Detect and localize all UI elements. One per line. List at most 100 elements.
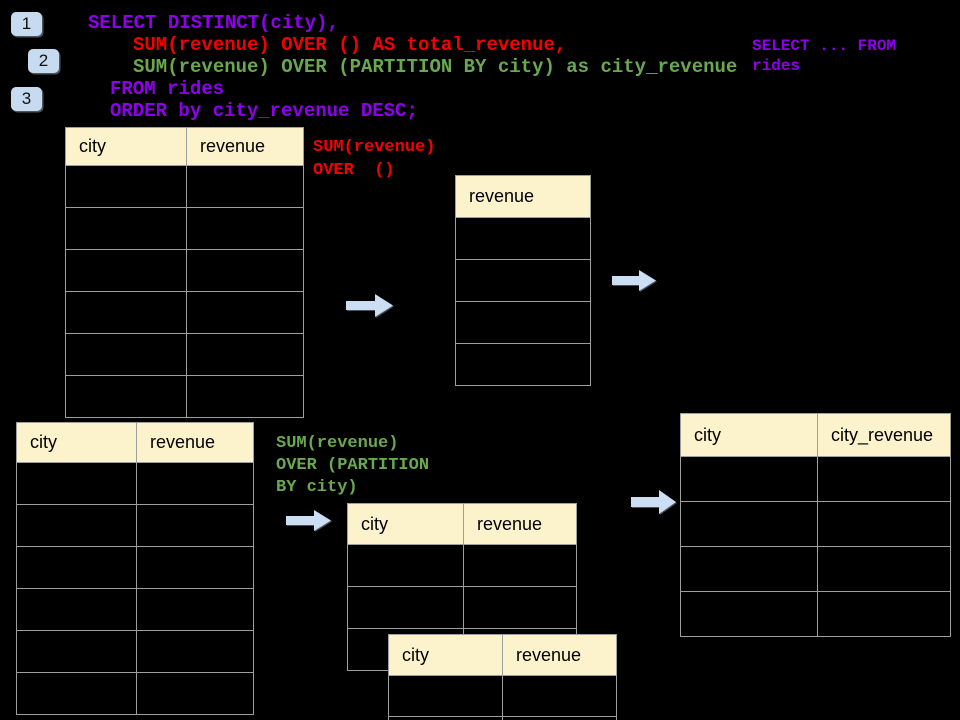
- table-row-empty: [680, 456, 951, 502]
- table-cell-empty: [817, 501, 951, 547]
- table-cell-empty: [388, 716, 503, 720]
- table-cell-empty: [186, 333, 304, 376]
- total-label-line-2: OVER (): [313, 161, 395, 180]
- table-cell-empty: [502, 716, 617, 720]
- step-badge-3-label: 3: [21, 89, 32, 108]
- table-row-empty: [680, 501, 951, 547]
- table-cell-empty: [463, 586, 577, 629]
- column-header-revenue: revenue: [136, 422, 254, 463]
- table-cell-empty: [136, 588, 254, 631]
- table-cell-empty: [65, 165, 187, 208]
- table-cell-empty: [136, 672, 254, 715]
- table-cell-empty: [455, 301, 591, 344]
- table-cell-empty: [817, 456, 951, 502]
- table-row-empty: [65, 165, 304, 208]
- table-cell-empty: [136, 630, 254, 673]
- sql-line-partition: SUM(revenue) OVER (PARTITION BY city) as…: [133, 56, 738, 78]
- table-cell-empty: [65, 207, 187, 250]
- table-row-empty: [388, 716, 617, 720]
- step-badge-1-label: 1: [21, 14, 32, 33]
- table-header-row: city city_revenue: [680, 413, 951, 457]
- table-row-empty: [65, 249, 304, 292]
- table-cell-empty: [16, 462, 137, 505]
- arrow-right-icon: [612, 270, 656, 291]
- column-header-revenue: revenue: [502, 634, 617, 676]
- table-header-row: city revenue: [65, 127, 304, 166]
- step-badge-2-label: 2: [38, 51, 49, 70]
- table-cell-empty: [680, 591, 818, 637]
- column-header-city: city: [16, 422, 137, 463]
- partition-table-overlay: city revenue: [388, 634, 617, 720]
- table-row-empty: [347, 586, 577, 629]
- column-header-city-revenue: city_revenue: [817, 413, 951, 457]
- table-row-empty: [16, 546, 254, 589]
- table-row-empty: [680, 591, 951, 637]
- table-cell-empty: [463, 544, 577, 587]
- arrow-right-icon: [286, 510, 331, 531]
- table-cell-empty: [186, 165, 304, 208]
- arrow-right-icon: [346, 294, 393, 317]
- column-header-city: city: [347, 503, 464, 545]
- sql-line-order: ORDER by city_revenue DESC;: [110, 100, 418, 122]
- side-note-line-2: rides: [752, 57, 801, 75]
- table-row-empty: [347, 544, 577, 587]
- table-header-row: city revenue: [16, 422, 254, 463]
- table-row-empty: [65, 207, 304, 250]
- table-cell-empty: [186, 375, 304, 418]
- table-header-row: revenue: [455, 175, 591, 218]
- table-cell-empty: [186, 291, 304, 334]
- table-cell-empty: [136, 504, 254, 547]
- table-cell-empty: [16, 672, 137, 715]
- table-cell-empty: [65, 249, 187, 292]
- source-table-bottom: city revenue: [16, 422, 254, 715]
- table-cell-empty: [680, 456, 818, 502]
- table-row-empty: [16, 462, 254, 505]
- side-note-line-1: SELECT ... FROM: [752, 37, 897, 55]
- table-cell-empty: [186, 207, 304, 250]
- column-header-city: city: [680, 413, 818, 457]
- result-table: city city_revenue: [680, 413, 951, 637]
- table-cell-empty: [455, 217, 591, 260]
- table-cell-empty: [502, 675, 617, 717]
- table-cell-empty: [136, 462, 254, 505]
- table-cell-empty: [347, 586, 464, 629]
- table-row-empty: [65, 333, 304, 376]
- column-header-city: city: [388, 634, 503, 676]
- total-label-line-1: SUM(revenue): [313, 138, 436, 157]
- table-cell-empty: [455, 343, 591, 386]
- sql-line-total: SUM(revenue) OVER () AS total_revenue,: [133, 34, 567, 56]
- table-header-row: city revenue: [388, 634, 617, 676]
- table-row-empty: [455, 259, 591, 302]
- table-row-empty: [455, 217, 591, 260]
- table-cell-empty: [65, 333, 187, 376]
- table-row-empty: [680, 546, 951, 592]
- step-badge-3: 3: [11, 87, 42, 111]
- table-row-empty: [16, 588, 254, 631]
- table-cell-empty: [347, 544, 464, 587]
- arrow-right-icon: [631, 490, 676, 514]
- table-row-empty: [455, 301, 591, 344]
- column-header-revenue: revenue: [186, 127, 304, 166]
- sql-line-select: SELECT DISTINCT(city),: [88, 12, 339, 34]
- table-cell-empty: [186, 249, 304, 292]
- step-badge-1: 1: [11, 12, 42, 36]
- table-row-empty: [65, 291, 304, 334]
- table-header-row: city revenue: [347, 503, 577, 545]
- table-cell-empty: [16, 504, 137, 547]
- column-header-revenue: revenue: [455, 175, 591, 218]
- table-cell-empty: [16, 630, 137, 673]
- column-header-city: city: [65, 127, 187, 166]
- source-table-top: city revenue: [65, 127, 304, 418]
- table-cell-empty: [136, 546, 254, 589]
- table-cell-empty: [65, 291, 187, 334]
- table-cell-empty: [16, 588, 137, 631]
- table-row-empty: [16, 504, 254, 547]
- table-cell-empty: [817, 591, 951, 637]
- partition-label-line-1: SUM(revenue): [276, 434, 399, 453]
- table-row-empty: [65, 375, 304, 418]
- table-cell-empty: [680, 501, 818, 547]
- table-cell-empty: [65, 375, 187, 418]
- partition-label-line-2: OVER (PARTITION: [276, 456, 430, 475]
- total-revenue-table: revenue: [455, 175, 591, 386]
